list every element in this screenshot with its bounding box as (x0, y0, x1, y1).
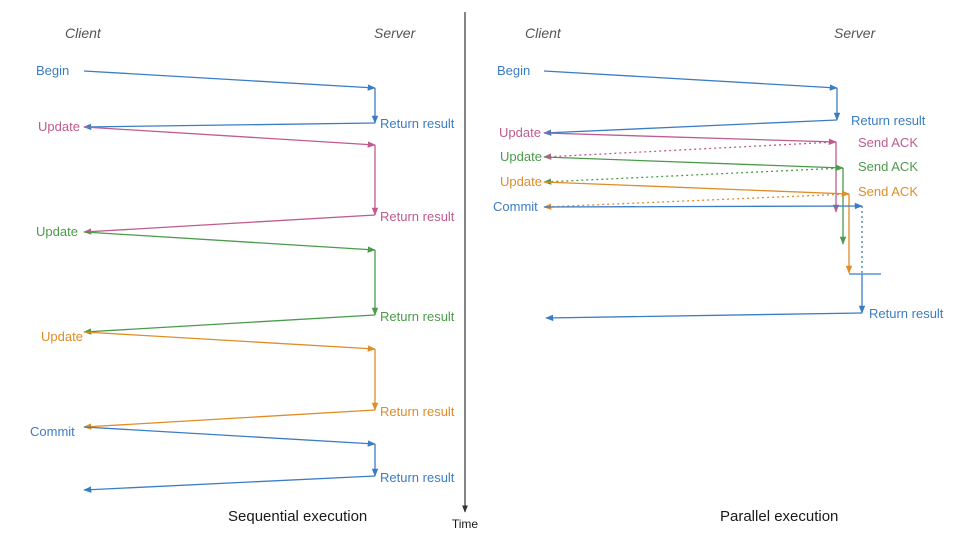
parallel-update-label: Update (499, 125, 541, 140)
parallel-commit-message (543, 202, 881, 322)
request-arrow (543, 156, 844, 171)
sequential-message-3 (83, 231, 379, 335)
parallel-update-message-1 (543, 132, 840, 213)
reply-arrow (543, 119, 838, 136)
request-arrow (543, 70, 838, 91)
sequential-request-label: Commit (30, 424, 75, 439)
time-axis-label: Time (452, 517, 479, 531)
parallel-update-label: Update (500, 149, 542, 164)
parallel-update-label: Update (500, 174, 542, 189)
ack-arrow (543, 193, 850, 210)
sequential-reply-label: Return result (380, 470, 455, 485)
request-arrow (83, 70, 376, 91)
sequential-message-4 (83, 331, 379, 430)
sequential-caption: Sequential execution (228, 508, 367, 525)
sequential-message-5 (83, 426, 379, 493)
request-arrow (83, 331, 376, 352)
parallel-update-message-3 (543, 181, 853, 274)
request-arrow (83, 126, 376, 148)
reply-arrow (83, 475, 376, 493)
panels-layer (83, 70, 881, 493)
sequential-reply-label: Return result (380, 209, 455, 224)
sequential-reply-label: Return result (380, 404, 455, 419)
sequential-reply-label: Return result (380, 309, 455, 324)
reply-arrow (83, 214, 376, 235)
parallel-begin-reply-label: Return result (851, 113, 926, 128)
parallel-server-lane-label: Server (834, 25, 877, 41)
parallel-ack-label: Send ACK (858, 135, 918, 150)
parallel-ack-label: Send ACK (858, 159, 918, 174)
reply-arrow (83, 409, 376, 430)
sequential-message-1 (83, 70, 379, 131)
parallel-client-lane-label: Client (525, 25, 562, 41)
sequential-message-2 (83, 126, 379, 235)
request-arrow (543, 202, 863, 210)
request-arrow (543, 132, 837, 145)
ack-arrow (543, 167, 844, 185)
parallel-caption: Parallel execution (720, 508, 838, 525)
sequential-request-label: Update (36, 224, 78, 239)
parallel-ack-label: Send ACK (858, 184, 918, 199)
ack-arrow (543, 141, 837, 160)
request-arrow (83, 426, 376, 447)
sequential-request-label: Update (41, 329, 83, 344)
parallel-begin-message (543, 70, 841, 136)
sequential-server-lane-label: Server (374, 25, 417, 41)
sequential-client-lane-label: Client (65, 25, 102, 41)
parallel-commit-reply-label: Return result (869, 306, 944, 321)
parallel-begin-label: Begin (497, 63, 530, 78)
sequential-reply-label: Return result (380, 116, 455, 131)
request-arrow (543, 181, 850, 197)
parallel-commit-label: Commit (493, 199, 538, 214)
request-arrow (83, 231, 376, 253)
reply-arrow (83, 122, 376, 131)
reply-arrow (545, 312, 863, 322)
sequential-request-label: Begin (36, 63, 69, 78)
sequential-request-label: Update (38, 119, 80, 134)
reply-arrow (83, 314, 376, 335)
